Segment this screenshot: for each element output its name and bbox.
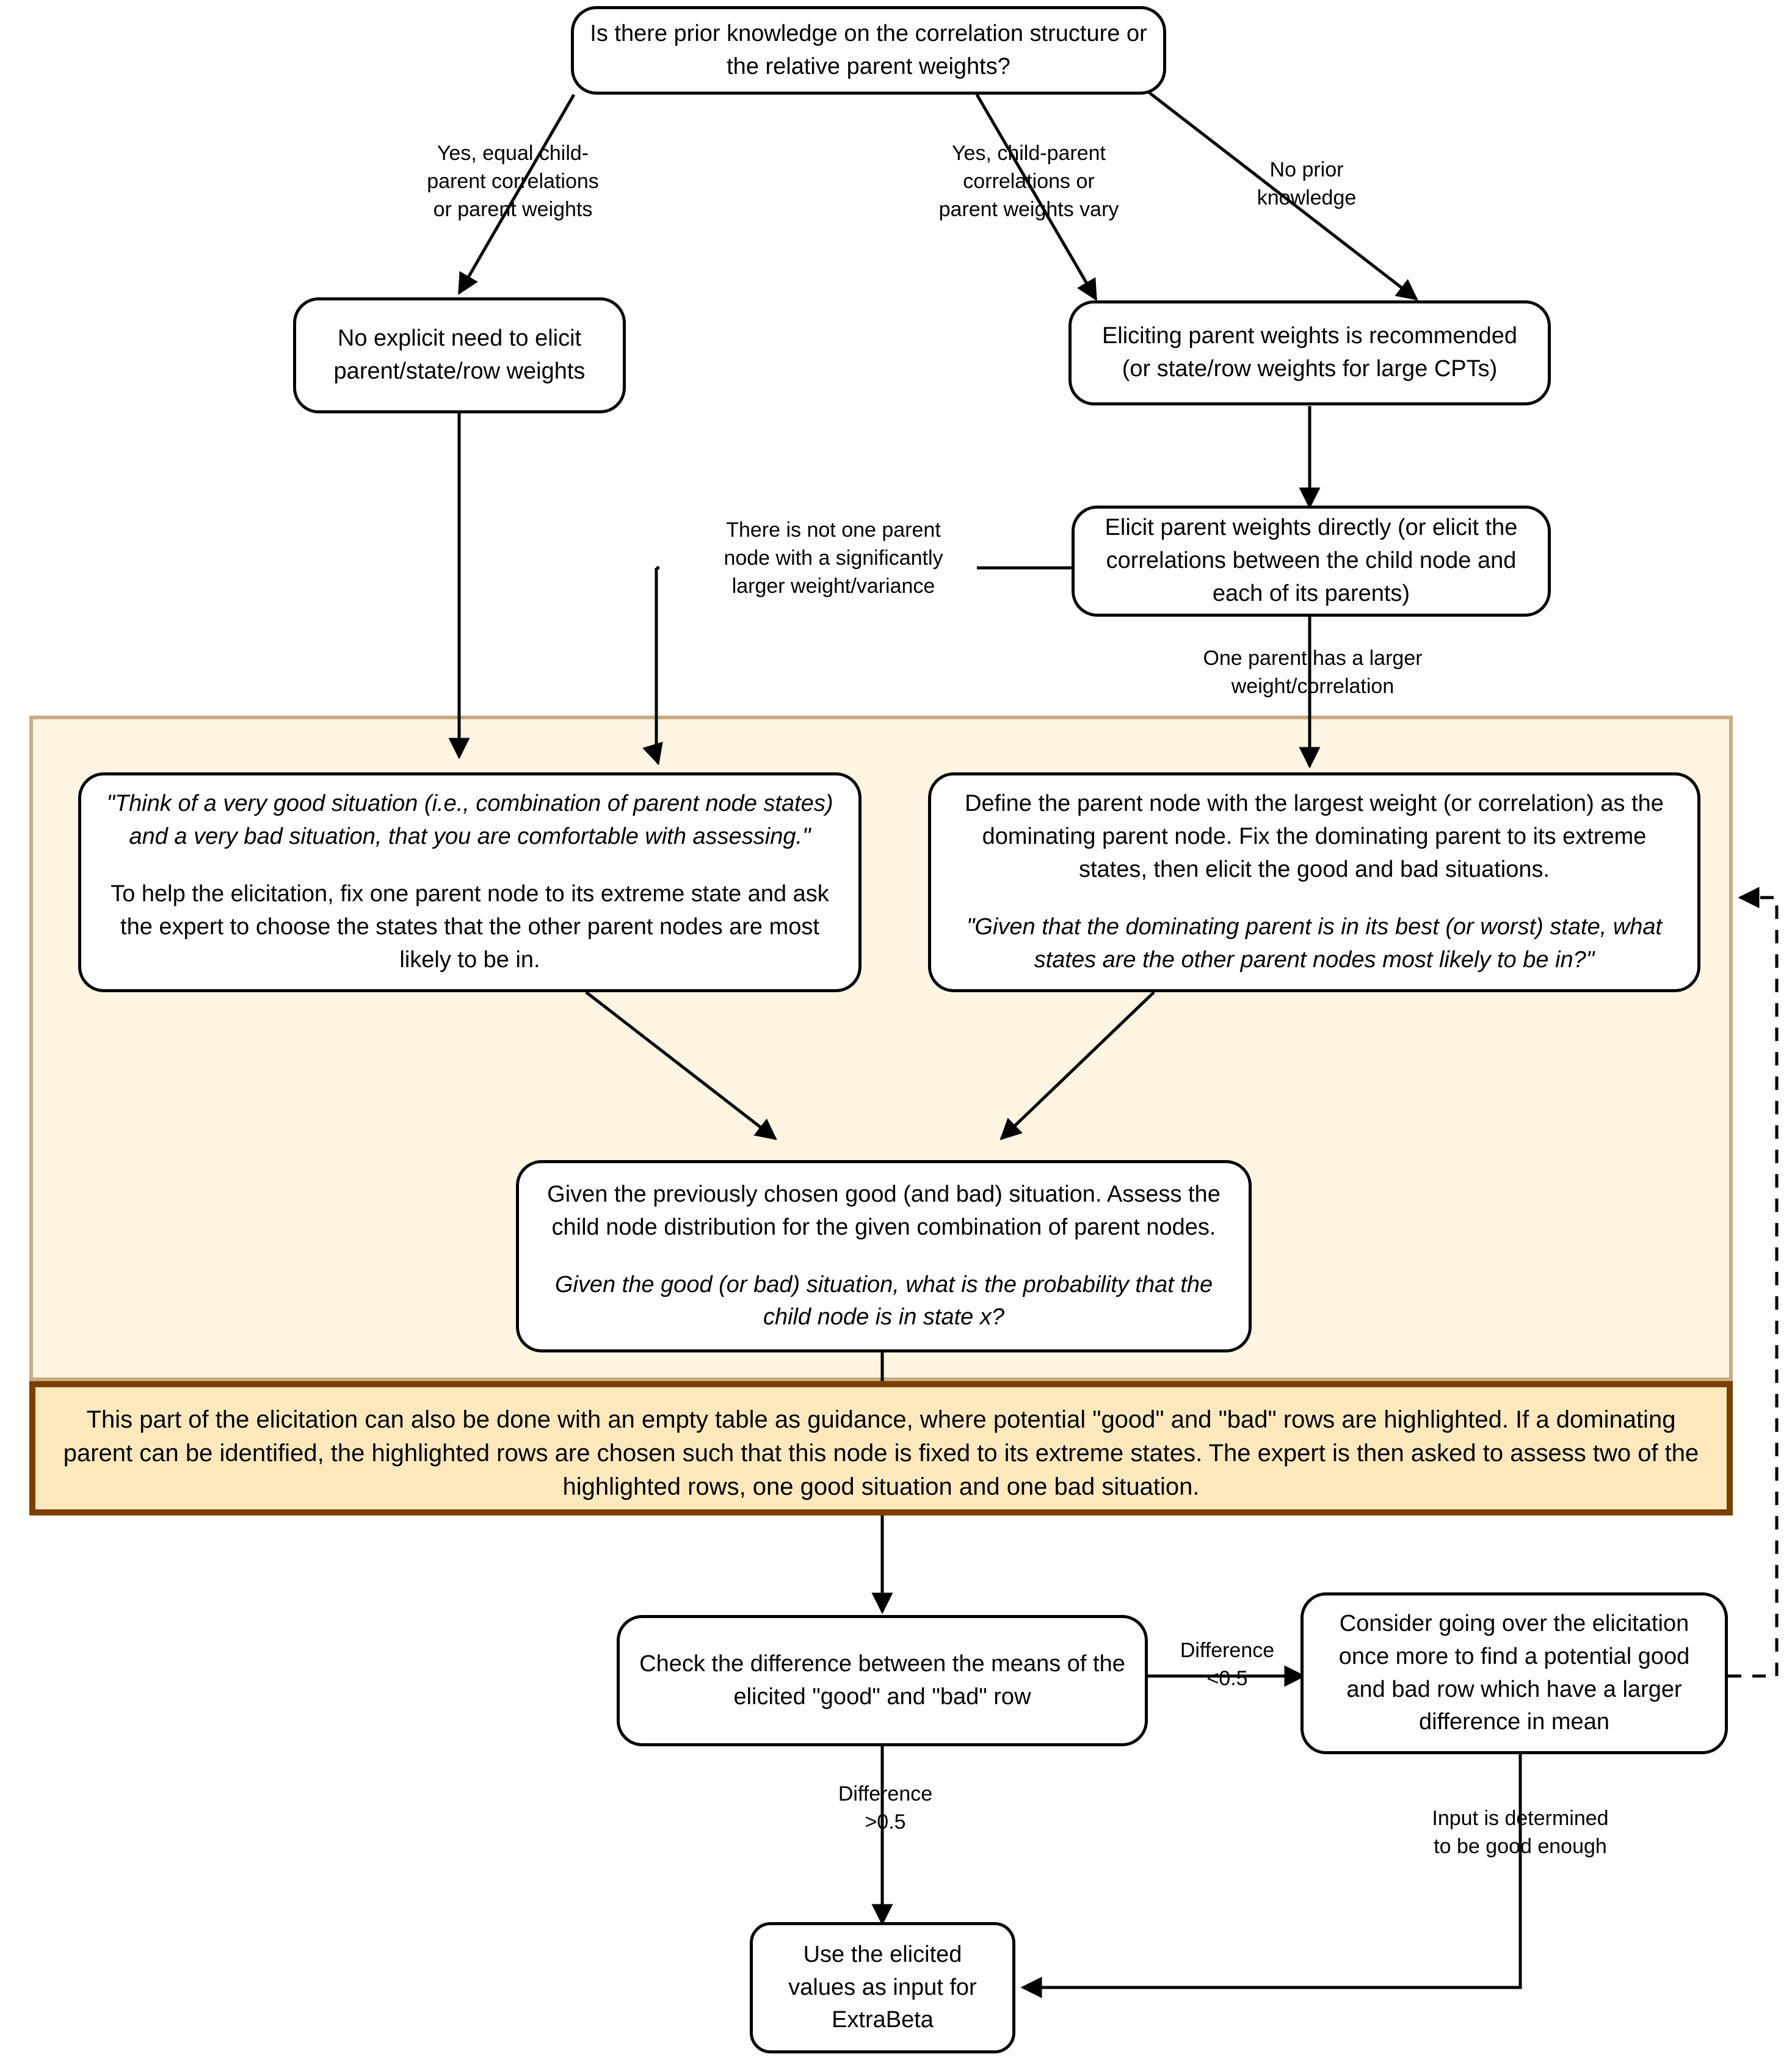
note-text: This part of the elicitation can also be…: [63, 1406, 1699, 1501]
node-no-explicit-need-label: No explicit need to elicit parent/state/…: [333, 325, 586, 384]
node-use-elicited-values-label: Use the elicited values as input for Ext…: [788, 1941, 977, 2033]
node-no-explicit-need[interactable]: No explicit need to elicit parent/state/…: [293, 297, 626, 413]
node-good-bad-quote: "Think of a very good situation (i.e., c…: [106, 791, 833, 850]
edge-label-no-prior: No prior knowledge: [1257, 158, 1357, 210]
node-dominating-quote: "Given that the dominating parent is in …: [966, 913, 1663, 973]
node-consider-again[interactable]: Consider going over the elicitation once…: [1300, 1592, 1728, 1754]
node-root-question[interactable]: Is there prior knowledge on the correlat…: [571, 6, 1166, 95]
elicitation-note-box: This part of the elicitation can also be…: [29, 1381, 1733, 1515]
node-dominating-parent[interactable]: Define the parent node with the largest …: [928, 772, 1700, 992]
node-good-bad-situation[interactable]: "Think of a very good situation (i.e., c…: [78, 772, 862, 992]
node-check-difference[interactable]: Check the difference between the means o…: [617, 1615, 1148, 1746]
node-eliciting-recommended-label: Eliciting parent weights is recommended …: [1101, 323, 1518, 382]
edge-label-yes-vary: Yes, child-parent correlations or parent…: [938, 142, 1119, 222]
node-check-difference-label: Check the difference between the means o…: [639, 1650, 1125, 1710]
paragraph-gap: [535, 1244, 1233, 1269]
paragraph-gap: [947, 887, 1681, 911]
node-consider-again-label: Consider going over the elicitation once…: [1338, 1610, 1690, 1735]
edge-label-not-one-parent: There is not one parent node with a sign…: [724, 518, 943, 598]
node-assess-statement: Given the previously chosen good (and ba…: [547, 1181, 1221, 1240]
edge-label-difference-gt: Difference >0.5: [838, 1782, 933, 1834]
edge-label-one-parent-larger: One parent has a larger weight/correlati…: [1203, 647, 1423, 699]
node-use-elicited-values[interactable]: Use the elicited values as input for Ext…: [750, 1922, 1015, 2053]
node-eliciting-recommended[interactable]: Eliciting parent weights is recommended …: [1068, 300, 1551, 405]
node-elicit-directly[interactable]: Elicit parent weights directly (or elici…: [1072, 506, 1551, 617]
edge-label-yes-equal: Yes, equal child- parent correlations or…: [427, 142, 599, 222]
node-elicit-directly-label: Elicit parent weights directly (or elici…: [1105, 515, 1518, 606]
node-dominating-define: Define the parent node with the largest …: [965, 791, 1664, 883]
edge-label-difference-lt: Difference <0.5: [1180, 1639, 1275, 1691]
node-assess-quote: Given the good (or bad) situation, what …: [554, 1271, 1213, 1330]
node-root-question-label: Is there prior knowledge on the correlat…: [590, 20, 1147, 79]
node-assess-child-distribution[interactable]: Given the previously chosen good (and ba…: [516, 1160, 1252, 1352]
edge-label-good-enough: Input is determined to be good enough: [1432, 1807, 1609, 1859]
node-good-bad-help: To help the elicitation, fix one parent …: [111, 881, 829, 973]
paragraph-gap: [97, 854, 843, 878]
